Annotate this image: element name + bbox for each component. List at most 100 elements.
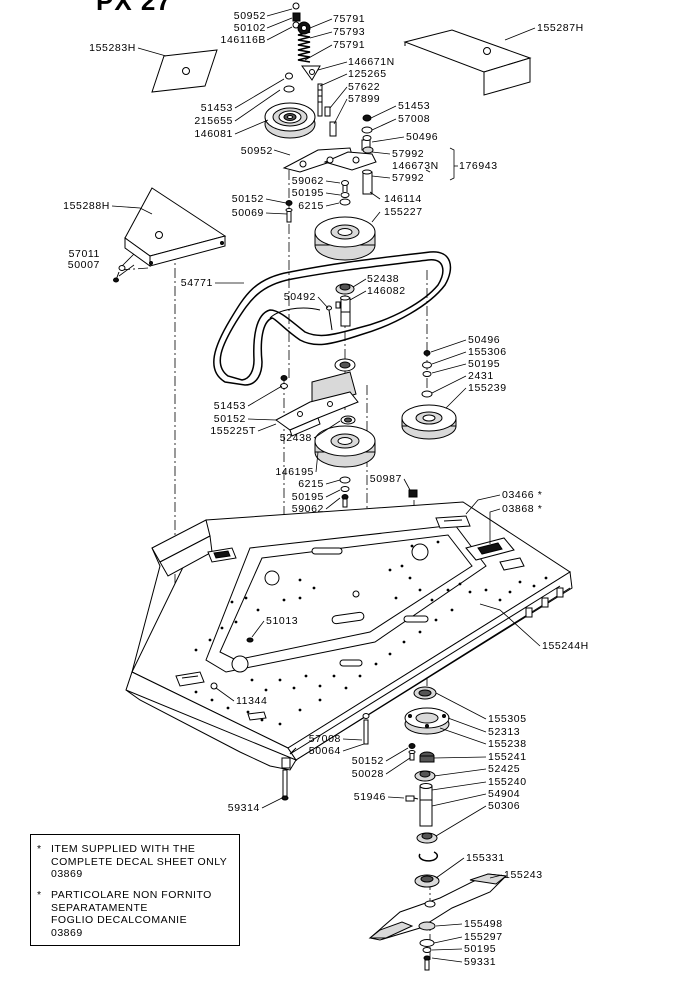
page-title: PX 27 bbox=[96, 0, 172, 16]
callout-label: 50492 bbox=[283, 291, 316, 303]
callout-label: 51946 bbox=[353, 791, 386, 803]
callout-label: 50195 bbox=[291, 187, 324, 199]
note-line: 03869 bbox=[51, 868, 83, 880]
drive-pulley-155227 bbox=[314, 216, 376, 261]
callout-label: 6215 bbox=[298, 200, 324, 212]
callout-label: 51453 bbox=[200, 102, 233, 114]
callout-label: 155243 bbox=[504, 869, 543, 881]
callout-label: 155306 bbox=[468, 346, 507, 358]
note-line: PARTICOLARE NON FORNITO bbox=[51, 889, 212, 901]
callout-label: 146195 bbox=[275, 466, 314, 478]
callout-label: 57992 bbox=[392, 172, 425, 184]
callout-label: 155240 bbox=[488, 776, 527, 788]
bolt-57011 bbox=[113, 265, 126, 283]
bolt-50069 bbox=[285, 200, 293, 223]
shield-plate-155288h bbox=[124, 187, 227, 267]
callout-label: 176943 bbox=[459, 160, 498, 172]
callout-label: 50952 bbox=[233, 10, 266, 22]
callout-label: 59314 bbox=[227, 802, 260, 814]
pulley-155239 bbox=[401, 350, 457, 440]
callout-label: 155239 bbox=[468, 382, 507, 394]
idler-arm-146673n bbox=[282, 139, 377, 195]
callout-label: 155225T bbox=[210, 425, 256, 437]
callout-label: 52425 bbox=[488, 763, 521, 775]
callout-label: 50195 bbox=[291, 491, 324, 503]
callout-label: 155244H bbox=[542, 640, 589, 652]
callout-label: 51453 bbox=[398, 100, 431, 112]
spindle-assembly bbox=[362, 686, 450, 888]
idler-pulley-146081 bbox=[264, 72, 316, 139]
callout-label: 146116B bbox=[220, 34, 266, 46]
callout-label: 52438 bbox=[367, 273, 400, 285]
callout-label: 155297 bbox=[464, 931, 503, 943]
callout-label: 155331 bbox=[466, 852, 505, 864]
decal-03466 bbox=[435, 515, 471, 529]
callout-label: 50152 bbox=[213, 413, 246, 425]
callout-label: 59062 bbox=[291, 175, 324, 187]
callout-label: 50152 bbox=[231, 193, 264, 205]
callout-label: 146673N bbox=[392, 160, 439, 172]
callout-label: 6215 bbox=[298, 478, 324, 490]
callout-label: 03868 * bbox=[502, 503, 543, 515]
leader-lines bbox=[111, 8, 541, 963]
callout-label: 50496 bbox=[468, 334, 501, 346]
callout-label: 146081 bbox=[194, 128, 233, 140]
note-line: 03869 bbox=[51, 926, 83, 939]
callout-label: 50195 bbox=[468, 358, 501, 370]
callout-label: 50069 bbox=[231, 207, 264, 219]
callout-label: 215655 bbox=[194, 115, 233, 127]
callout-label: 146114 bbox=[384, 193, 422, 205]
callout-label: 57992 bbox=[392, 148, 425, 160]
note-star: * bbox=[37, 843, 42, 855]
callout-label: 52438 bbox=[279, 432, 312, 444]
callout-label: 03466 * bbox=[502, 489, 543, 501]
bolt-59062-top bbox=[339, 180, 351, 206]
washers-stack-right bbox=[361, 114, 373, 141]
callout-label: 155227 bbox=[384, 206, 423, 218]
note-line: ITEM SUPPLIED WITH THE bbox=[51, 843, 196, 855]
callout-label: 2431 bbox=[468, 370, 494, 382]
callout-label: 50952 bbox=[240, 145, 273, 157]
mower-deck-155244h bbox=[125, 489, 573, 771]
callout-label: 51013 bbox=[266, 615, 299, 627]
callout-label: 155287H bbox=[537, 22, 584, 34]
decal-left-1 bbox=[207, 547, 237, 563]
callout-label: 155283H bbox=[89, 42, 136, 54]
shield-plate-155287h bbox=[403, 29, 532, 96]
callout-label: 75791 bbox=[333, 13, 366, 25]
callout-label: 57008 bbox=[398, 113, 431, 125]
callout-label: 50496 bbox=[406, 131, 439, 143]
callout-label: 57011 bbox=[68, 248, 100, 260]
callout-label: 50064 bbox=[308, 745, 341, 757]
bolt-50492 bbox=[326, 305, 333, 331]
callout-label: 155498 bbox=[464, 918, 503, 930]
callout-label: 50028 bbox=[351, 768, 384, 780]
callout-label: 57899 bbox=[348, 93, 381, 105]
callout-label: 50195 bbox=[464, 943, 497, 955]
pulley-bracket-155225t bbox=[275, 358, 359, 437]
note-line: COMPLETE DECAL SHEET ONLY bbox=[51, 855, 228, 868]
callout-label: 75791 bbox=[333, 39, 366, 51]
belt-54771 bbox=[213, 251, 452, 386]
note-english: * ITEM SUPPLIED WITH THE COMPLETE DECAL … bbox=[37, 843, 227, 881]
note-italian: * PARTICOLARE NON FORNITO SEPARATAMENTE … bbox=[37, 889, 212, 939]
callout-label: 125265 bbox=[348, 68, 387, 80]
callout-label: 155305 bbox=[488, 713, 527, 725]
notes-box: * ITEM SUPPLIED WITH THE COMPLETE DECAL … bbox=[30, 834, 240, 946]
bolt-59314 bbox=[281, 769, 289, 801]
callout-label: 57008 bbox=[308, 733, 341, 745]
callout-label: 50987 bbox=[369, 473, 402, 485]
callout-label: 54904 bbox=[488, 788, 521, 800]
callout-label: 52313 bbox=[488, 726, 521, 738]
decal-03868 bbox=[465, 537, 515, 561]
note-line: SEPARATAMENTE bbox=[51, 901, 148, 914]
callout-label: 146082 bbox=[367, 285, 406, 297]
pulley-146195 bbox=[314, 415, 376, 508]
callout-label: 146671N bbox=[348, 56, 395, 68]
callout-label: 51453 bbox=[213, 400, 246, 412]
callout-label: 59331 bbox=[464, 956, 497, 968]
callout-label: 50007 bbox=[67, 259, 100, 271]
shield-plate-155283h bbox=[151, 49, 218, 93]
callout-label: 11344 bbox=[236, 695, 268, 707]
